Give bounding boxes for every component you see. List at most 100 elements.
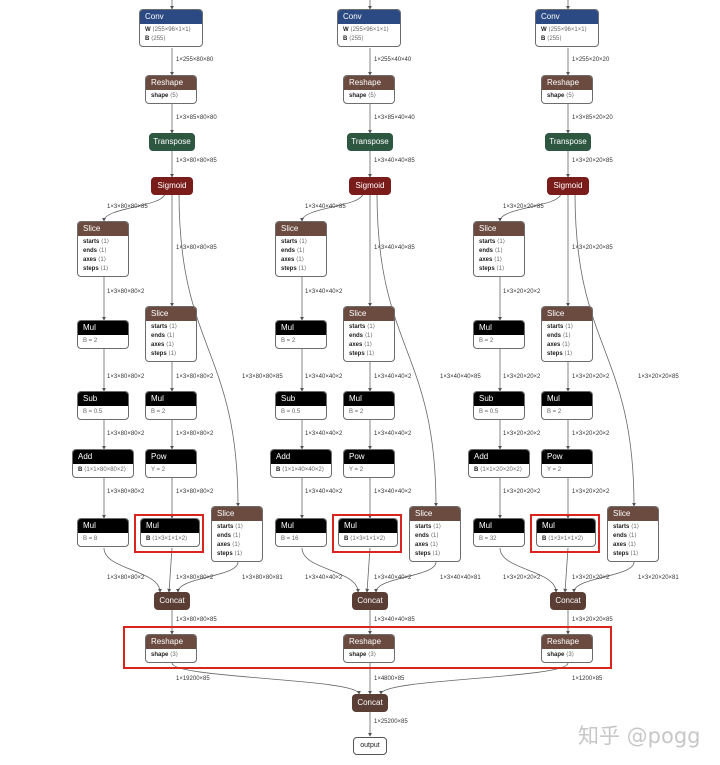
conv-node-attr: W ⟨255×96×1×1⟩ xyxy=(536,26,598,35)
concat-node[interactable]: Concat xyxy=(550,592,586,610)
edge-label: 1×255×80×80 xyxy=(176,57,214,63)
attr-value: Y = 2 xyxy=(349,467,364,473)
attr-key: shape xyxy=(547,652,565,658)
attr-key: ends xyxy=(281,248,296,254)
attr-value: ⟨1⟩ xyxy=(430,542,439,548)
attr-value: ⟨3⟩ xyxy=(368,652,377,658)
slice-node-attributes: starts ⟨1⟩ends ⟨1⟩axes ⟨1⟩steps ⟨1⟩ xyxy=(344,321,394,361)
mul-node-attr: B ⟨1×3×1×1×2⟩ xyxy=(537,535,595,544)
output-node[interactable]: output xyxy=(353,737,387,755)
add-node-title: Add xyxy=(73,450,133,464)
slice-node-title: Slice xyxy=(276,222,326,236)
attr-value: B = 0.5 xyxy=(479,409,499,415)
slice-node-attr: steps ⟨1⟩ xyxy=(146,350,196,359)
slice-node-attributes: starts ⟨1⟩ends ⟨1⟩axes ⟨1⟩steps ⟨1⟩ xyxy=(276,236,326,276)
transpose-node[interactable]: Transpose xyxy=(149,133,195,151)
attr-key: ends xyxy=(547,333,562,339)
edge-label: 1×3×40×40×2 xyxy=(305,489,343,495)
attr-value: ⟨1⟩ xyxy=(565,324,574,330)
edge-mul2-concat xyxy=(563,547,569,593)
edge-label: 1×3×40×40×85 xyxy=(374,617,415,623)
slice-node-attr: starts ⟨1⟩ xyxy=(410,523,460,532)
attr-key: shape xyxy=(151,652,169,658)
attr-key: B xyxy=(276,467,281,473)
edge-sigmoid-slice1 xyxy=(498,192,562,222)
sub-node[interactable]: Sub B = 0.5 xyxy=(275,391,327,420)
attr-value: B = 0.5 xyxy=(281,409,301,415)
concat-node[interactable]: Concat xyxy=(352,592,388,610)
sigmoid-node[interactable]: Sigmoid xyxy=(349,177,391,195)
attr-value: B = 2 xyxy=(83,338,98,344)
attr-value: ⟨1⟩ xyxy=(562,342,571,348)
sigmoid-node[interactable]: Sigmoid xyxy=(151,177,193,195)
edge-sigmoid-slice1 xyxy=(102,192,166,222)
edge-label: 1×3×80×80×2 xyxy=(107,289,145,295)
sub-node-attributes: B = 0.5 xyxy=(78,406,128,419)
sub-node-title: Sub xyxy=(276,392,326,406)
edge-label: 1×3×40×40×2 xyxy=(305,575,343,581)
add-node-attributes: B ⟨1×1×20×20×2⟩ xyxy=(469,464,529,477)
attr-key: steps xyxy=(415,551,431,557)
slice-node-title: Slice xyxy=(78,222,128,236)
attr-value: B = 32 xyxy=(479,536,497,542)
attr-value: ⟨1⟩ xyxy=(496,266,505,272)
transpose-node[interactable]: Transpose xyxy=(545,133,591,151)
attr-value: B = 0.5 xyxy=(83,409,103,415)
sigmoid-node[interactable]: Sigmoid xyxy=(547,177,589,195)
final-concat-node[interactable]: Concat xyxy=(352,694,388,712)
edge-label: 1×3×80×80×2 xyxy=(107,374,145,380)
slice-node-attr: starts ⟨1⟩ xyxy=(474,238,524,247)
transpose-node[interactable]: Transpose xyxy=(347,133,393,151)
slice-node-attr: starts ⟨1⟩ xyxy=(344,323,394,332)
attr-value: ⟨1⟩ xyxy=(166,342,175,348)
edge-slice-concat xyxy=(176,561,239,593)
slice-node-attr: ends ⟨1⟩ xyxy=(344,332,394,341)
attr-key: B xyxy=(146,536,151,542)
mul-node-attributes: B = 2 xyxy=(474,335,524,348)
edge-label: 1×3×80×80×2 xyxy=(176,575,214,581)
reshape-node-title: Reshape xyxy=(146,76,196,90)
attr-value: ⟨1⟩ xyxy=(630,551,639,557)
reshape-node-attr: shape ⟨5⟩ xyxy=(542,92,592,101)
slice-node-attr: axes ⟨1⟩ xyxy=(608,541,658,550)
concat-node[interactable]: Concat xyxy=(154,592,190,610)
